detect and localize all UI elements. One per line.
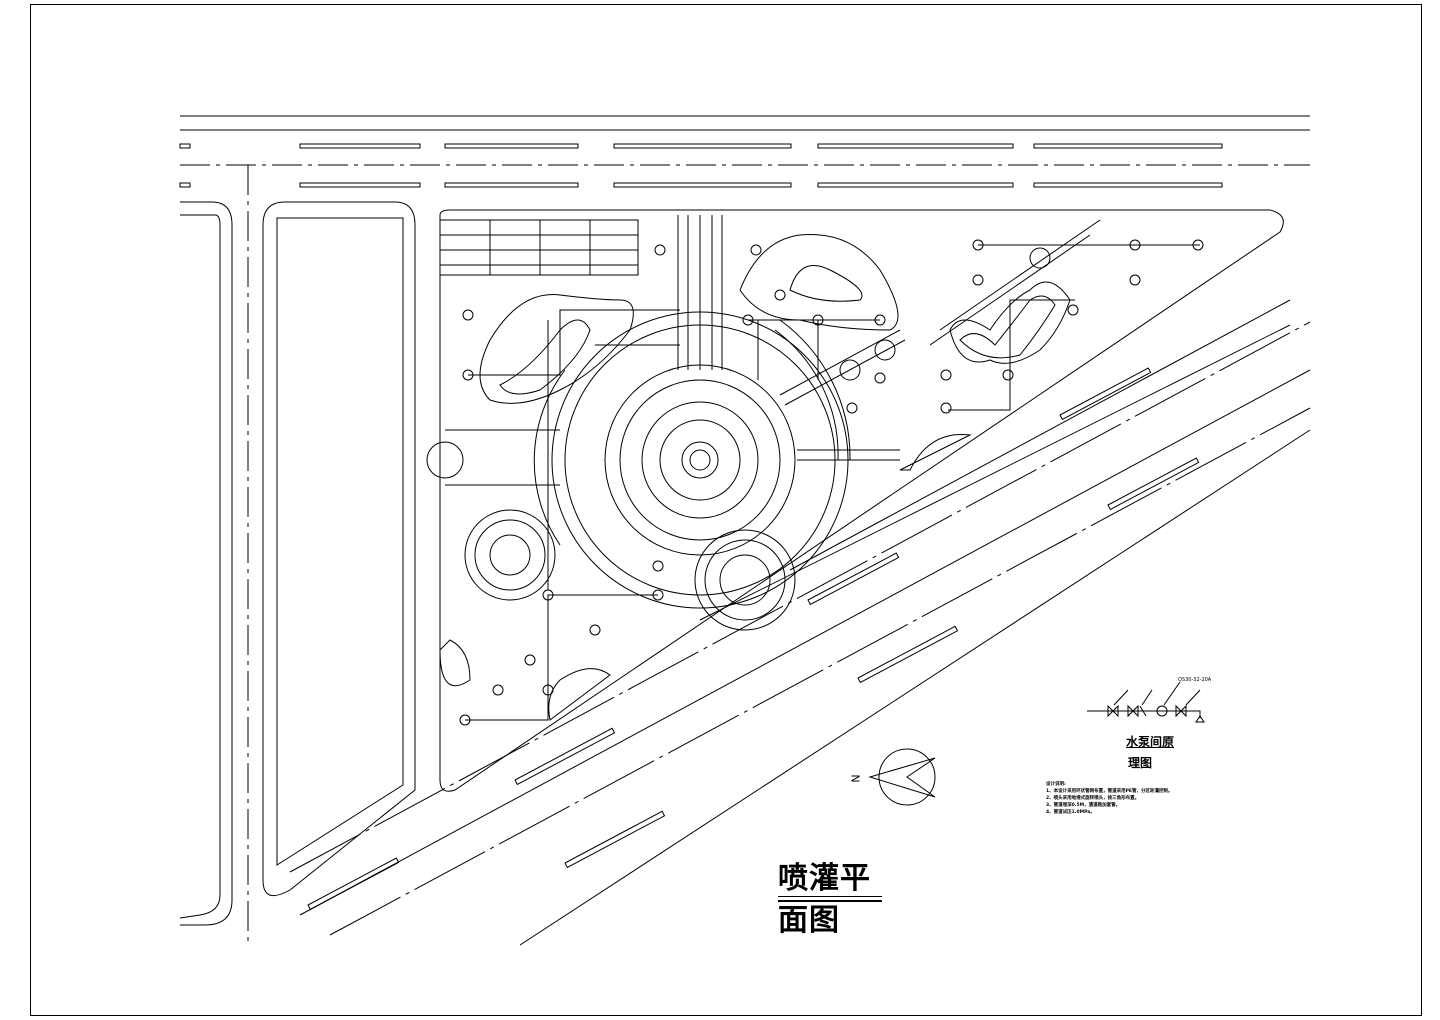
north-arrow: [868, 748, 936, 806]
note-item: 4、管道试压1.0MPa。: [1046, 810, 1095, 815]
central-plaza: [426, 215, 906, 609]
drawing-title: 喷灌平面图: [778, 861, 871, 938]
pump-schematic: [1087, 681, 1205, 723]
title-underline: [778, 896, 882, 902]
pump-room-title: 水泵间原: [1126, 735, 1175, 749]
notes-heading: 设计说明:: [1046, 782, 1066, 787]
note-item: 3、管道埋深0.5M，遇道路加套管。: [1046, 803, 1121, 808]
left-road: [179, 165, 416, 945]
top-road: [179, 115, 1310, 188]
pump-model-label: QS30-32-20A: [1178, 677, 1212, 683]
drawing-frame: [30, 4, 1422, 1016]
pump-room-title-2: 理图: [1128, 756, 1153, 770]
note-item: 1、本设计采用环状管网布置，管道采用PE管，分区轮灌控制。: [1046, 789, 1173, 794]
irrigation-pipes: [465, 219, 1200, 721]
diagonal-road: [289, 209, 1311, 946]
design-notes: 设计说明: 1、本设计采用环状管网布置，管道采用PE管，分区轮灌控制。 2、喷头…: [1046, 781, 1286, 816]
sprinkler-heads: [459, 239, 1204, 726]
note-item: 2、喷头采用地埋式旋转喷头，按三角形布置。: [1046, 796, 1140, 801]
north-label: N: [849, 774, 863, 783]
